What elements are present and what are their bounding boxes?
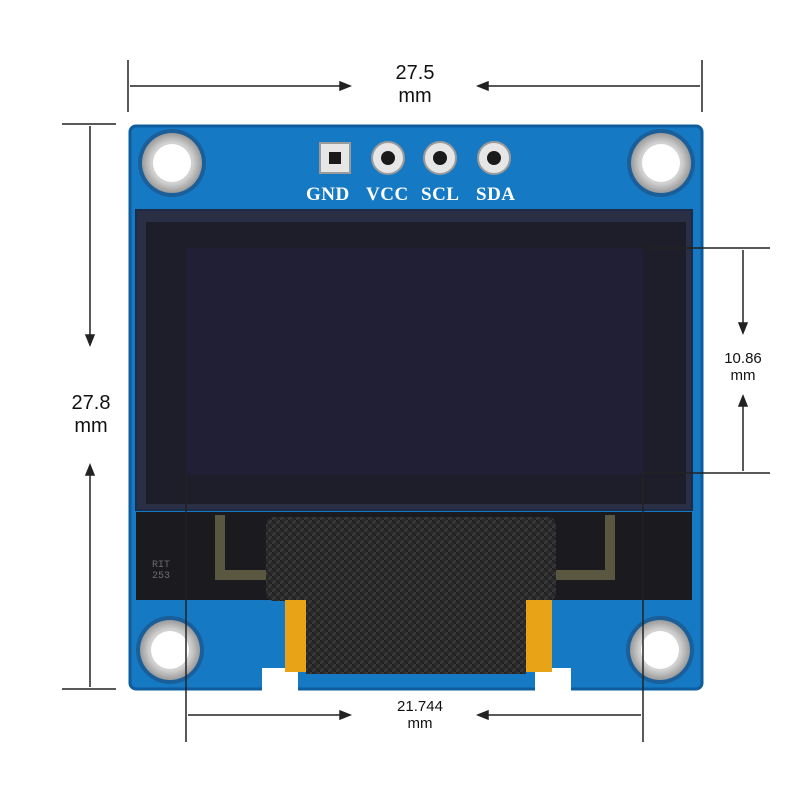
label-screen-height-unit: mm bbox=[730, 367, 756, 385]
mount-hole-bottom-left bbox=[136, 616, 204, 684]
pin-pad-scl bbox=[423, 141, 457, 175]
label-board-height-value: 27.8 bbox=[71, 392, 111, 414]
screen-active-area bbox=[186, 248, 643, 475]
pin-label-gnd: GND bbox=[306, 184, 350, 205]
pin-label-scl: SCL bbox=[421, 184, 460, 205]
label-screen-width: 21.744 mm bbox=[372, 698, 468, 733]
ribbon-upper bbox=[266, 517, 556, 601]
pin-pad-gnd bbox=[319, 142, 351, 174]
label-board-height: 27.8 mm bbox=[46, 392, 136, 438]
label-screen-height-value: 10.86 bbox=[724, 350, 762, 367]
pin-pad-vcc bbox=[371, 141, 405, 175]
label-screen-width-unit: mm bbox=[407, 715, 433, 733]
dim-screen-width bbox=[185, 472, 644, 742]
silkscreen-line-1: RIT bbox=[152, 560, 171, 571]
mount-hole-top-right bbox=[627, 129, 695, 197]
silkscreen-line-2: 253 bbox=[152, 571, 171, 582]
pin-label-vcc: VCC bbox=[366, 184, 409, 205]
label-screen-width-value: 21.744 bbox=[397, 698, 443, 715]
silkscreen-text: RIT 253 bbox=[152, 560, 170, 582]
label-board-height-unit: mm bbox=[74, 415, 108, 437]
label-board-width-unit: mm bbox=[398, 85, 432, 107]
label-board-width-value: 27.5 bbox=[395, 62, 435, 84]
ribbon-lower bbox=[306, 596, 526, 674]
mount-hole-bottom-right bbox=[626, 616, 694, 684]
label-board-width: 27.5 mm bbox=[370, 62, 460, 108]
dim-screen-height bbox=[643, 247, 770, 474]
pin-pad-sda bbox=[477, 141, 511, 175]
mount-hole-top-left bbox=[138, 129, 206, 197]
dim-board-width bbox=[127, 60, 703, 112]
label-screen-height: 10.86 mm bbox=[703, 350, 783, 385]
pin-label-sda: SDA bbox=[476, 184, 516, 205]
dim-board-height bbox=[62, 123, 116, 690]
